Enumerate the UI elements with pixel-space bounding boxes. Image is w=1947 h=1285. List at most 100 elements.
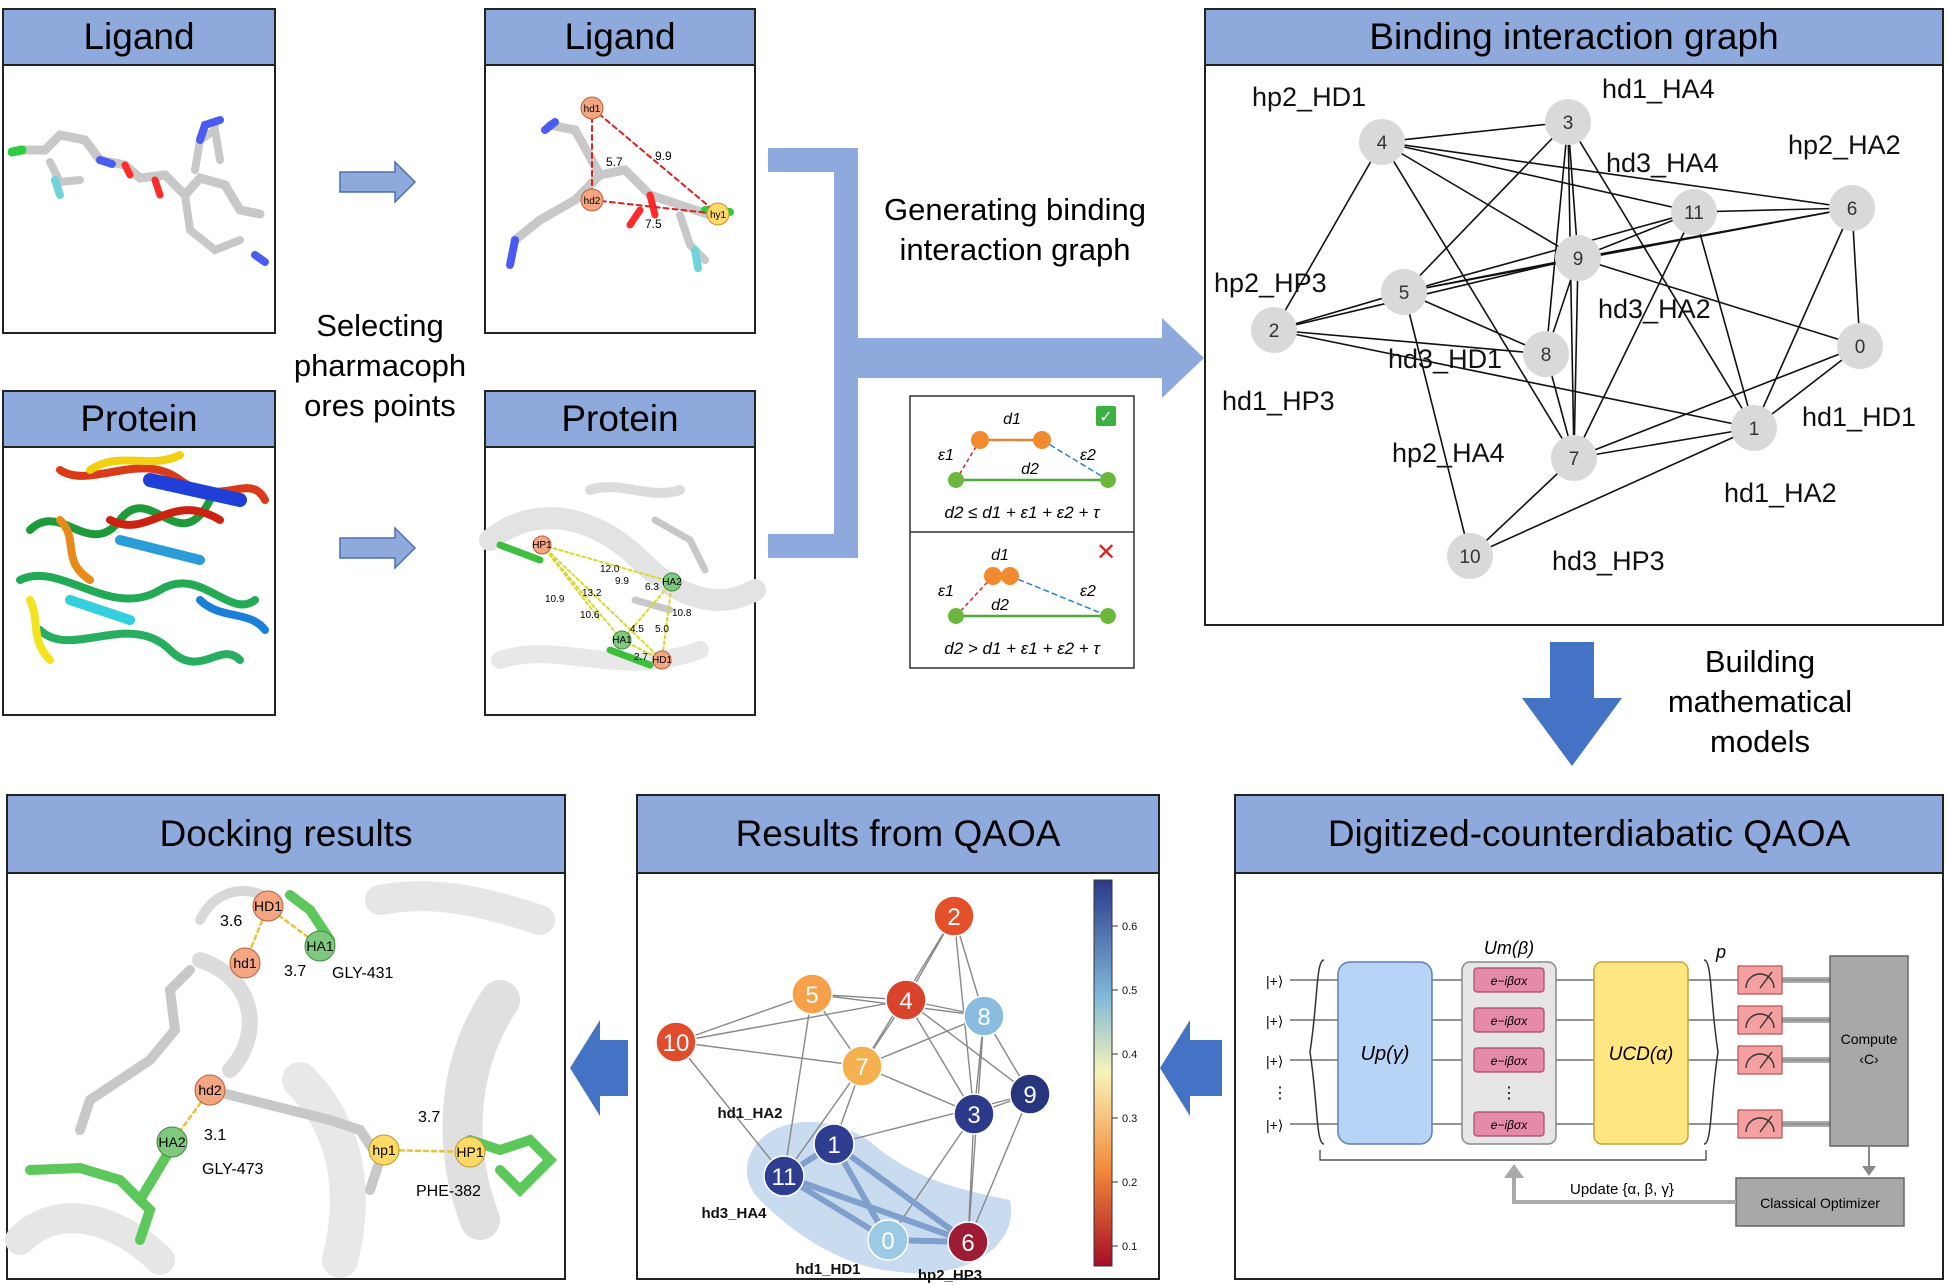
colorbar-tick-label: 0.2 [1122,1177,1137,1189]
meter-icon [1745,1053,1775,1069]
graph-pharmacophore-label: hp2_HP3 [1214,268,1327,298]
generating-graph-label: Generating binding interaction graph [884,192,1146,267]
arrow-to-results [1160,1020,1222,1116]
dock-hp1: hp1 [372,1142,396,1158]
dock-HA1: HA1 [306,938,333,954]
measurement-gate [1737,1109,1783,1139]
exp-gate-label: e−iβσx [1491,1054,1528,1068]
ligand-hd2-label: hd2 [584,196,601,207]
qaoa-edge [861,1015,985,1067]
protein-dist-7: 4.5 [630,624,644,635]
qaoa-node [953,1093,995,1135]
ligand-hd1-label: hd1 [584,104,601,115]
qaoa-node-label: 0 [881,1228,894,1255]
graph-edge [1573,427,1755,459]
graph-node [1381,269,1427,315]
exp-gate [1473,1047,1545,1073]
qaoa-node-label: 7 [855,1054,868,1081]
qaoa-pharmacophore-label: hd1_HA2 [717,1105,782,1122]
protein-left-cartoon [16,451,269,666]
graph-node-label: 8 [1541,345,1552,366]
graph-node [1545,99,1591,145]
exp-gate [1473,1007,1545,1033]
qaoa-node [791,973,833,1015]
qaoa-edge [783,1065,863,1177]
measurement-gate [1737,1005,1783,1035]
graph-node-label: 11 [1684,203,1704,224]
ligand-hy1-label: hy1 [710,210,727,221]
graph-edge [1545,121,1569,355]
graph-edge [1577,207,1853,259]
qaoa-node [885,979,927,1021]
graph-edge [1273,329,1755,429]
protein-dist-6: 6.3 [645,582,659,593]
arrow-to-docking [570,1020,628,1116]
exp-gate [1473,967,1545,993]
dock-hd1: hd1 [233,955,257,971]
graph-edge [1381,141,1575,459]
graph-node [1555,235,1601,281]
graph-pharmacophore-label: hd3_HA2 [1598,294,1711,324]
qaoa-selected-edge [832,1141,970,1245]
exp-gate [1473,1111,1545,1137]
qaoa-node-label: 6 [961,1230,974,1257]
dock-HD1: HD1 [254,898,282,914]
graph-edge [1469,457,1575,557]
graph-edge [1381,141,1579,259]
graph-node [1671,189,1717,235]
qaoa-node-label: 3 [967,1102,980,1129]
graph-node [1251,307,1297,353]
protein-ha2-label: HA2 [662,577,682,588]
arrow-ligand-select [339,160,417,204]
graph-pharmacophore-label: hd1_HP3 [1222,386,1335,416]
qaoa-node [963,995,1005,1037]
building-models-label: Building mathematical models [1667,644,1853,759]
input-ket-3: |+⟩ [1266,1053,1283,1069]
qaoa-selected-edge [782,1173,970,1245]
colorbar-tick-label: 0.3 [1122,1113,1137,1125]
colorbar-tick-label: 0.6 [1122,921,1137,933]
criteria-check-icon: ✓ [1099,409,1112,426]
graph-node-label: 6 [1847,199,1858,220]
qaoa-edge [905,999,1031,1095]
graph-node-label: 9 [1573,249,1584,270]
colorbar-tick-label: 0.5 [1122,985,1137,997]
graph-edge [1403,291,1547,355]
p-label: p [1715,942,1726,962]
protein-dist-5: 10.6 [580,610,600,621]
up-gate [1337,961,1433,1145]
graph-edge [1273,329,1547,355]
qaoa-node [813,1123,855,1165]
ligand-dist-1: 5.7 [606,155,623,169]
qaoa-node [841,1045,883,1087]
graph-node [1359,119,1405,165]
measurement-gate [1737,1045,1783,1075]
docking-title: Docking results [6,794,566,874]
graph-edge [1753,207,1853,429]
update-label: Update {α, β, γ} [1570,1181,1674,1198]
exp-gate-label: e−iβσx [1491,1118,1528,1132]
graph-pharmacophore-label: hd1_HA2 [1724,478,1837,508]
protein-dist-4: 10.9 [545,594,565,605]
graph-edge [1381,121,1569,143]
graph-edge [1403,291,1471,557]
qaoa-edge [967,1093,1031,1243]
graph-edge [1851,207,1861,347]
graph-pharmacophore-label: hp2_HD1 [1252,82,1366,112]
ligand-right-panel [484,52,756,334]
graph-pharmacophore-label: hp2_HA4 [1392,438,1505,468]
measurement-gate [1737,965,1783,995]
up-gate-label: Up(γ) [1361,1043,1410,1065]
graph-pharmacophore-label: hd3_HD1 [1388,344,1502,374]
exp-gate-label: e−iβσx [1491,1014,1528,1028]
graph-node [1829,185,1875,231]
ligand-right-pharmacophores: hd1 hd2 hy1 5.7 9.9 7.5 [580,96,730,231]
dock-gly431: GLY-431 [332,965,393,982]
qaoa-node-label: 2 [947,904,960,931]
graph-title: Binding interaction graph [1204,8,1944,66]
qaoa-edge [783,993,813,1177]
graph-edge [1381,141,1695,213]
protein-hp1-label: HP1 [532,540,552,551]
